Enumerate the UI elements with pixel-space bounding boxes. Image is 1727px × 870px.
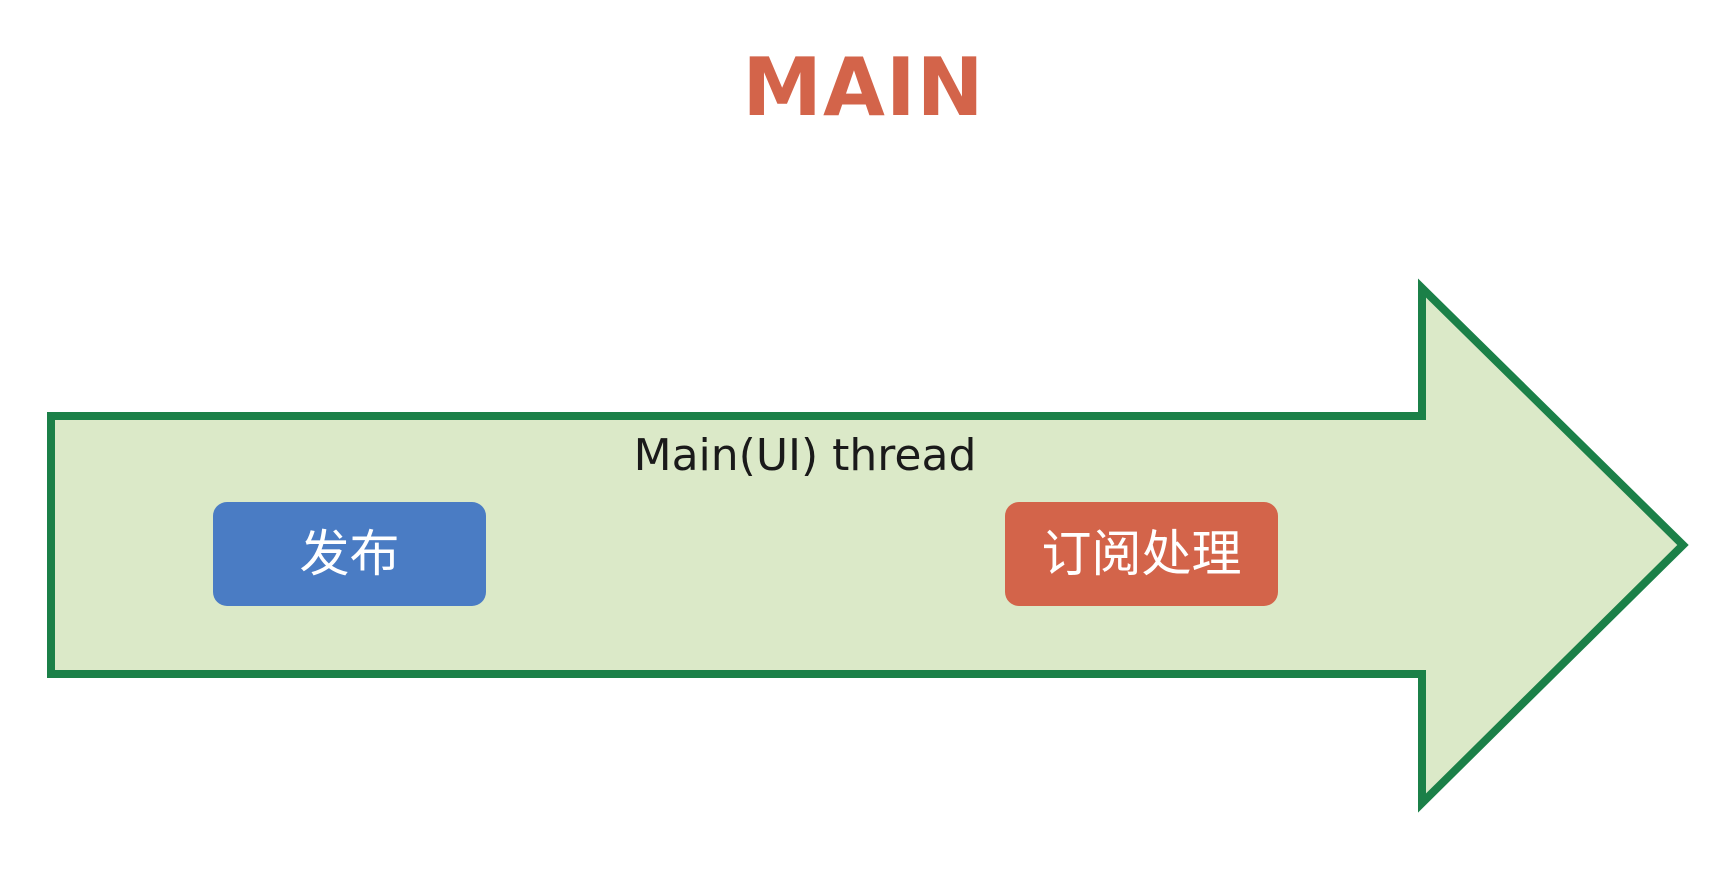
thread-arrow-shape	[47, 278, 1689, 813]
thread-label: Main(UI) thread	[633, 430, 977, 481]
subscribe-handle-box: 订阅处理	[1005, 502, 1278, 606]
publish-box: 发布	[213, 502, 486, 606]
main-title: MAIN	[742, 41, 985, 134]
